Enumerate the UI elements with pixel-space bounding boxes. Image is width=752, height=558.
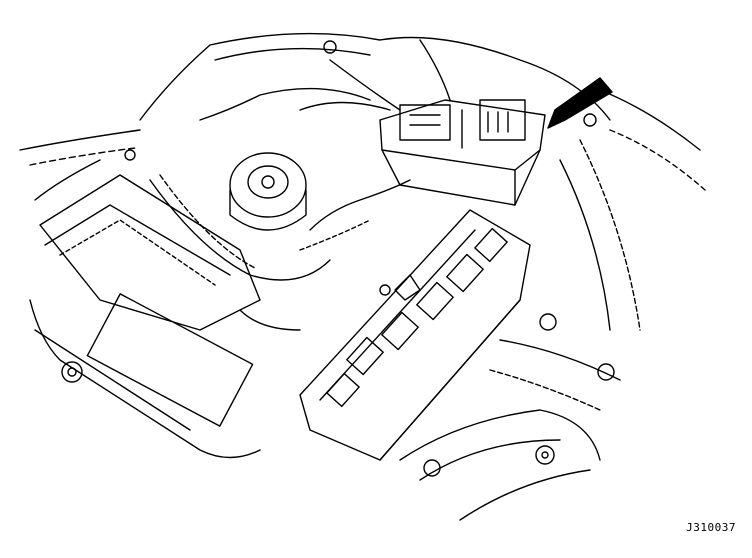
right-fender — [399, 313, 621, 521]
left-air-box — [29, 174, 261, 459]
relay-box — [379, 99, 546, 206]
pointer-arrow-icon — [547, 77, 613, 129]
reservoir-cap — [229, 152, 307, 231]
bolts — [124, 40, 597, 296]
figure-code-label: J310037 — [686, 521, 736, 534]
upper-body-outline — [19, 32, 706, 331]
fuse-block — [299, 209, 531, 461]
wiring-harness — [149, 39, 451, 331]
